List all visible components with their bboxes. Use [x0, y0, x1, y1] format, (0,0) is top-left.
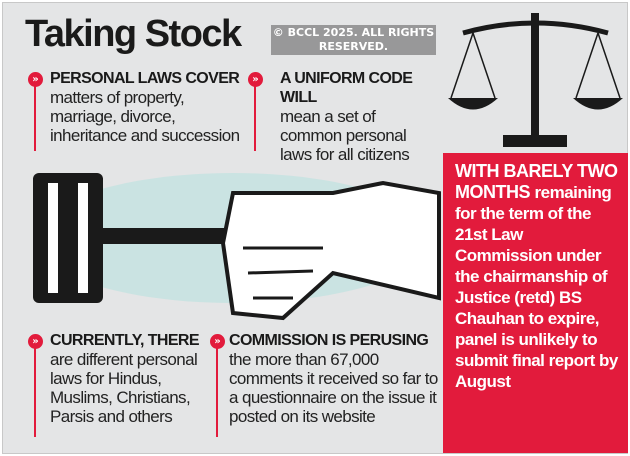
scales-of-justice-illustration [448, 13, 623, 147]
bullet-icon: » [28, 72, 43, 87]
watermark: © BCCL 2025. ALL RIGHTS RESERVED. [271, 25, 436, 55]
divider [254, 85, 256, 151]
divider [216, 347, 218, 437]
divider [34, 347, 36, 437]
bullet-icon: » [248, 72, 263, 87]
bullet-icon: » [210, 334, 225, 349]
gavel-hand-illustration [33, 173, 441, 321]
callout-panel: WITH BARELY TWO MONTHS remaining for the… [443, 153, 628, 453]
callout-lead: WITH BARELY TWO MONTHS [455, 161, 618, 202]
bullet-icon: » [28, 334, 43, 349]
title: Taking Stock [25, 13, 242, 55]
callout-body: remaining for the term of the 21st Law C… [455, 183, 618, 391]
divider [34, 85, 36, 151]
